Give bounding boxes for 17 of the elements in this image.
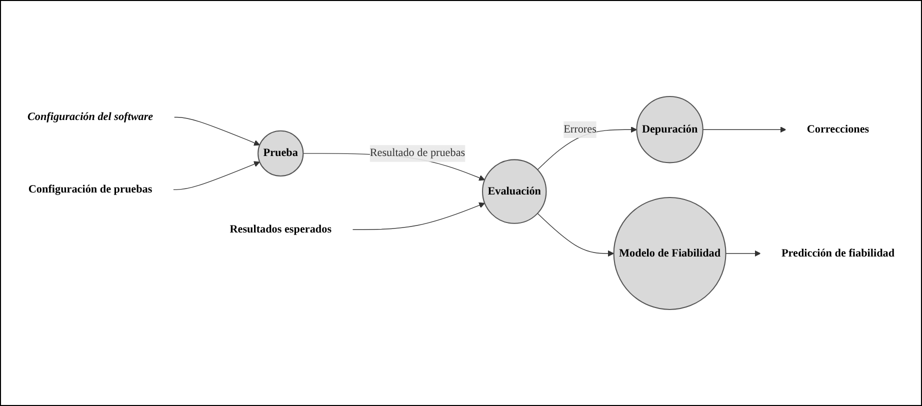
arrow — [172, 161, 260, 190]
node-text: Resultados esperados — [230, 223, 332, 236]
arrow — [352, 202, 485, 230]
arrow — [725, 250, 761, 257]
node-circle: Prueba — [258, 130, 304, 177]
node-text: Correcciones — [806, 123, 870, 136]
arrow — [537, 213, 614, 257]
edge-label: Resultado de pruebas — [370, 147, 466, 160]
node-circle: Evaluación — [482, 159, 547, 224]
node-text: Configuración de pruebas — [28, 183, 152, 196]
node-circle: Depuración — [636, 96, 704, 164]
node-text: Configuración del software — [27, 110, 154, 123]
arrow — [174, 116, 260, 146]
arrow — [702, 126, 786, 133]
node-circle: Modelo de Fiabilidad — [613, 196, 726, 310]
node-text: Predicción de fiabilidad — [781, 247, 895, 260]
edge-label: Errores — [564, 123, 596, 136]
